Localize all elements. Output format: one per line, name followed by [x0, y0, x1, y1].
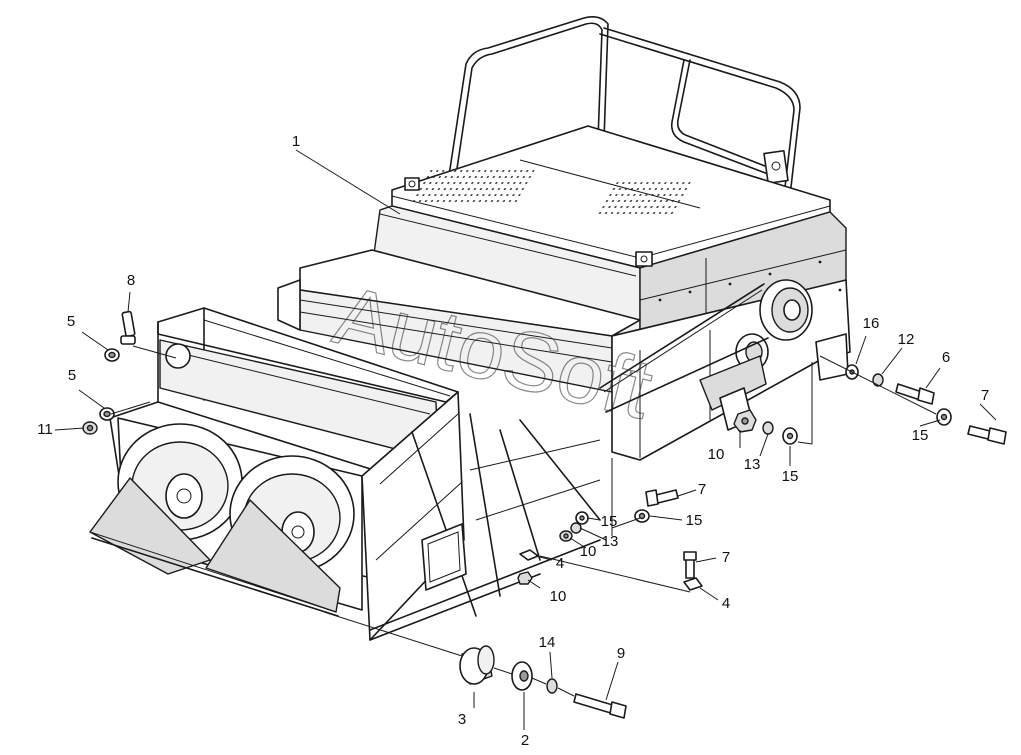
callout-16: 16 — [863, 315, 880, 332]
drive-pulley — [759, 279, 813, 341]
bolt-part-7-right — [967, 425, 1007, 445]
bushing-part-3 — [459, 645, 495, 685]
nut-part-10-mid — [733, 409, 757, 433]
callout-10: 10 — [550, 588, 567, 605]
leader-lines — [54, 149, 997, 730]
callout-8: 8 — [127, 272, 135, 289]
callout-5: 5 — [68, 367, 76, 384]
callout-9: 9 — [617, 645, 625, 662]
callout-1: 1 — [292, 133, 300, 150]
callout-6: 6 — [942, 349, 950, 366]
plate-part-4-right — [683, 577, 703, 591]
bolt-part-7-low — [683, 551, 697, 579]
washer-part-5-lower — [99, 407, 115, 421]
callout-15: 15 — [782, 468, 799, 485]
washer-part-15-center — [575, 511, 589, 525]
perforation-pattern — [407, 170, 697, 214]
callout-11: 11 — [37, 421, 53, 438]
callout-7: 7 — [981, 387, 989, 404]
top-railing — [447, 16, 801, 197]
nut-part-10-bottom — [517, 571, 533, 585]
callout-2: 2 — [521, 732, 529, 749]
front-hopper — [89, 307, 601, 641]
bolt-part-6 — [895, 383, 935, 405]
bolt-part-9 — [573, 693, 627, 719]
callout-13: 13 — [744, 456, 761, 473]
callout-7: 7 — [698, 481, 706, 498]
callout-5: 5 — [67, 313, 75, 330]
callout-10: 10 — [708, 446, 725, 463]
lock-washer-part-12 — [872, 373, 884, 387]
callout-7: 7 — [722, 549, 730, 566]
callout-15: 15 — [912, 427, 929, 444]
callout-4: 4 — [722, 595, 730, 612]
washer-part-15-low — [634, 509, 650, 523]
washer-part-2 — [511, 661, 533, 691]
washer-part-13-mid — [762, 421, 774, 435]
lock-washer-part-14 — [546, 678, 558, 694]
plate-part-4-left — [519, 549, 539, 561]
nut-part-11 — [82, 421, 98, 435]
rivets — [658, 260, 842, 302]
callout-3: 3 — [458, 711, 466, 728]
callout-15: 15 — [601, 513, 618, 530]
callout-14: 14 — [539, 634, 556, 651]
callout-labels: 1 8 5 5 11 16 12 6 7 15 10 13 15 7 15 15… — [37, 133, 989, 749]
callout-13: 13 — [602, 533, 619, 550]
nut-part-10-low — [559, 530, 573, 542]
mid-body — [277, 249, 641, 393]
washer-part-13-low — [570, 522, 582, 534]
washer-part-5-upper — [104, 348, 120, 362]
callout-12: 12 — [898, 331, 915, 348]
callout-4: 4 — [556, 555, 564, 572]
washer-part-15-right — [936, 408, 952, 426]
washer-part-15-mid — [782, 427, 798, 445]
callout-10: 10 — [580, 543, 597, 560]
callout-15: 15 — [686, 512, 703, 529]
bolt-part-7-mid — [645, 489, 679, 507]
bolt-part-8 — [120, 310, 136, 345]
